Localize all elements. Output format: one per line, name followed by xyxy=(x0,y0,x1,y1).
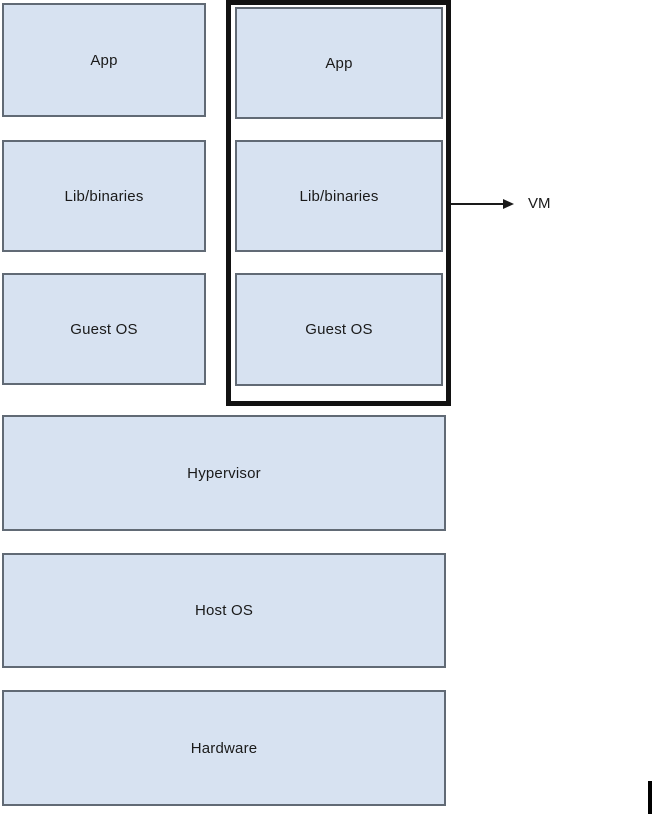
text-cursor xyxy=(648,781,652,814)
hardware-label: Hardware xyxy=(190,739,258,757)
vm-stack-app-label: App xyxy=(325,54,353,72)
left-stack-guest-os-label: Guest OS xyxy=(70,320,138,338)
vm-stack-lib-binaries-label: Lib/binaries xyxy=(299,187,379,205)
vm-stack-guest-os-box: Guest OS xyxy=(235,273,443,386)
left-stack-lib-binaries-box: Lib/binaries xyxy=(2,140,206,252)
vm-stack-lib-binaries-box: Lib/binaries xyxy=(235,140,443,252)
hypervisor-box: Hypervisor xyxy=(2,415,446,531)
left-stack-guest-os-box: Guest OS xyxy=(2,273,206,385)
host-os-box: Host OS xyxy=(2,553,446,668)
vm-stack-guest-os-label: Guest OS xyxy=(305,321,373,338)
host-os-label: Host OS xyxy=(194,602,254,619)
left-stack-app-label: App xyxy=(90,51,118,69)
hardware-box: Hardware xyxy=(2,690,446,806)
vm-arrow-head-icon xyxy=(503,199,514,209)
left-stack-lib-binaries-label: Lib/binaries xyxy=(64,187,144,205)
vm-group-outline xyxy=(226,0,451,406)
hypervisor-label: Hypervisor xyxy=(187,464,261,482)
vm-stack-app-box: App xyxy=(235,7,443,119)
left-stack-app-box: App xyxy=(2,3,206,117)
vm-callout-label: VM xyxy=(528,195,551,212)
vm-arrow-line xyxy=(451,203,505,205)
